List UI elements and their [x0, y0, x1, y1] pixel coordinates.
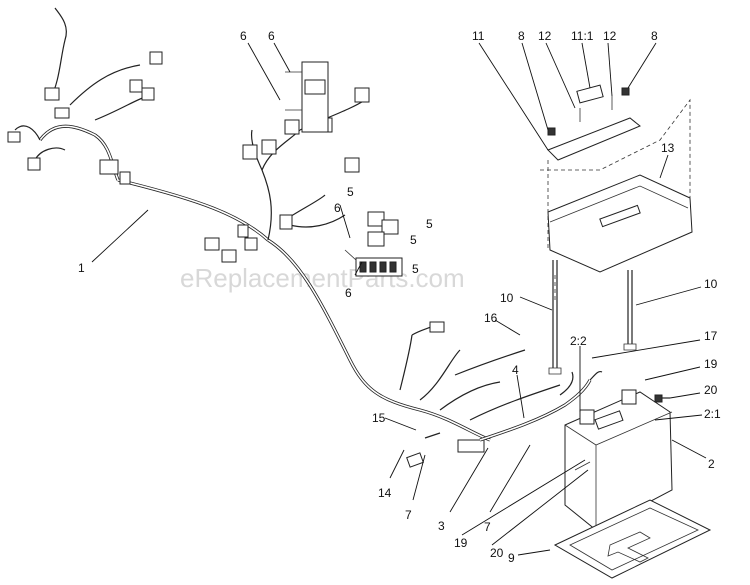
- callout-14: 14: [378, 486, 392, 500]
- callout-19: 19: [454, 536, 468, 550]
- callout-1: 1: [78, 261, 85, 275]
- callout-9: 9: [508, 551, 515, 565]
- leader-lines: [91, 42, 707, 556]
- callout-19: 19: [704, 357, 718, 371]
- watermark: eReplacementParts.com: [180, 263, 465, 293]
- callout-2: 2: [708, 457, 715, 471]
- callout-15: 15: [372, 411, 386, 425]
- callout-12: 12: [603, 29, 617, 43]
- callout-12: 12: [538, 29, 552, 43]
- small-hardware: [654, 394, 670, 403]
- callout-17: 17: [704, 329, 718, 343]
- wire-harness: [14, 7, 561, 442]
- battery-cover: [547, 174, 693, 273]
- callout-7: 7: [484, 520, 491, 534]
- fuse-block: [344, 211, 403, 277]
- callout-8: 8: [518, 29, 525, 43]
- callout-5: 5: [410, 233, 417, 247]
- battery-cables: [406, 370, 603, 468]
- callout-20: 20: [704, 383, 718, 397]
- hold-down-rods: [548, 260, 637, 375]
- callout-11: 11: [472, 29, 485, 43]
- callout-6: 6: [345, 286, 352, 300]
- callout-labels: 1 6 6 6 6 5 5 5 5 11 8 12 11:1 12 8 13 1…: [78, 29, 721, 565]
- callout-6: 6: [268, 29, 275, 43]
- battery-tray: [553, 499, 712, 579]
- callout-6: 6: [240, 29, 247, 43]
- harness-connectors: [7, 51, 485, 453]
- callout-8: 8: [651, 29, 658, 43]
- callout-2-2: 2:2: [570, 334, 587, 348]
- callout-7: 7: [405, 508, 412, 522]
- callout-4: 4: [512, 363, 519, 377]
- battery-bracket: [547, 84, 641, 161]
- callout-3: 3: [438, 519, 445, 533]
- callout-10: 10: [704, 277, 718, 291]
- callout-2-1: 2:1: [704, 407, 721, 421]
- battery: [564, 389, 673, 531]
- callout-5: 5: [412, 262, 419, 276]
- callout-20: 20: [490, 546, 504, 560]
- relay-bracket: [285, 61, 329, 133]
- callout-16: 16: [484, 311, 498, 325]
- callout-10: 10: [500, 291, 514, 305]
- callout-13: 13: [661, 141, 675, 155]
- callout-6: 6: [334, 201, 341, 215]
- callout-5: 5: [426, 217, 433, 231]
- callout-11-1: 11:1: [571, 29, 594, 43]
- callout-5: 5: [347, 185, 354, 199]
